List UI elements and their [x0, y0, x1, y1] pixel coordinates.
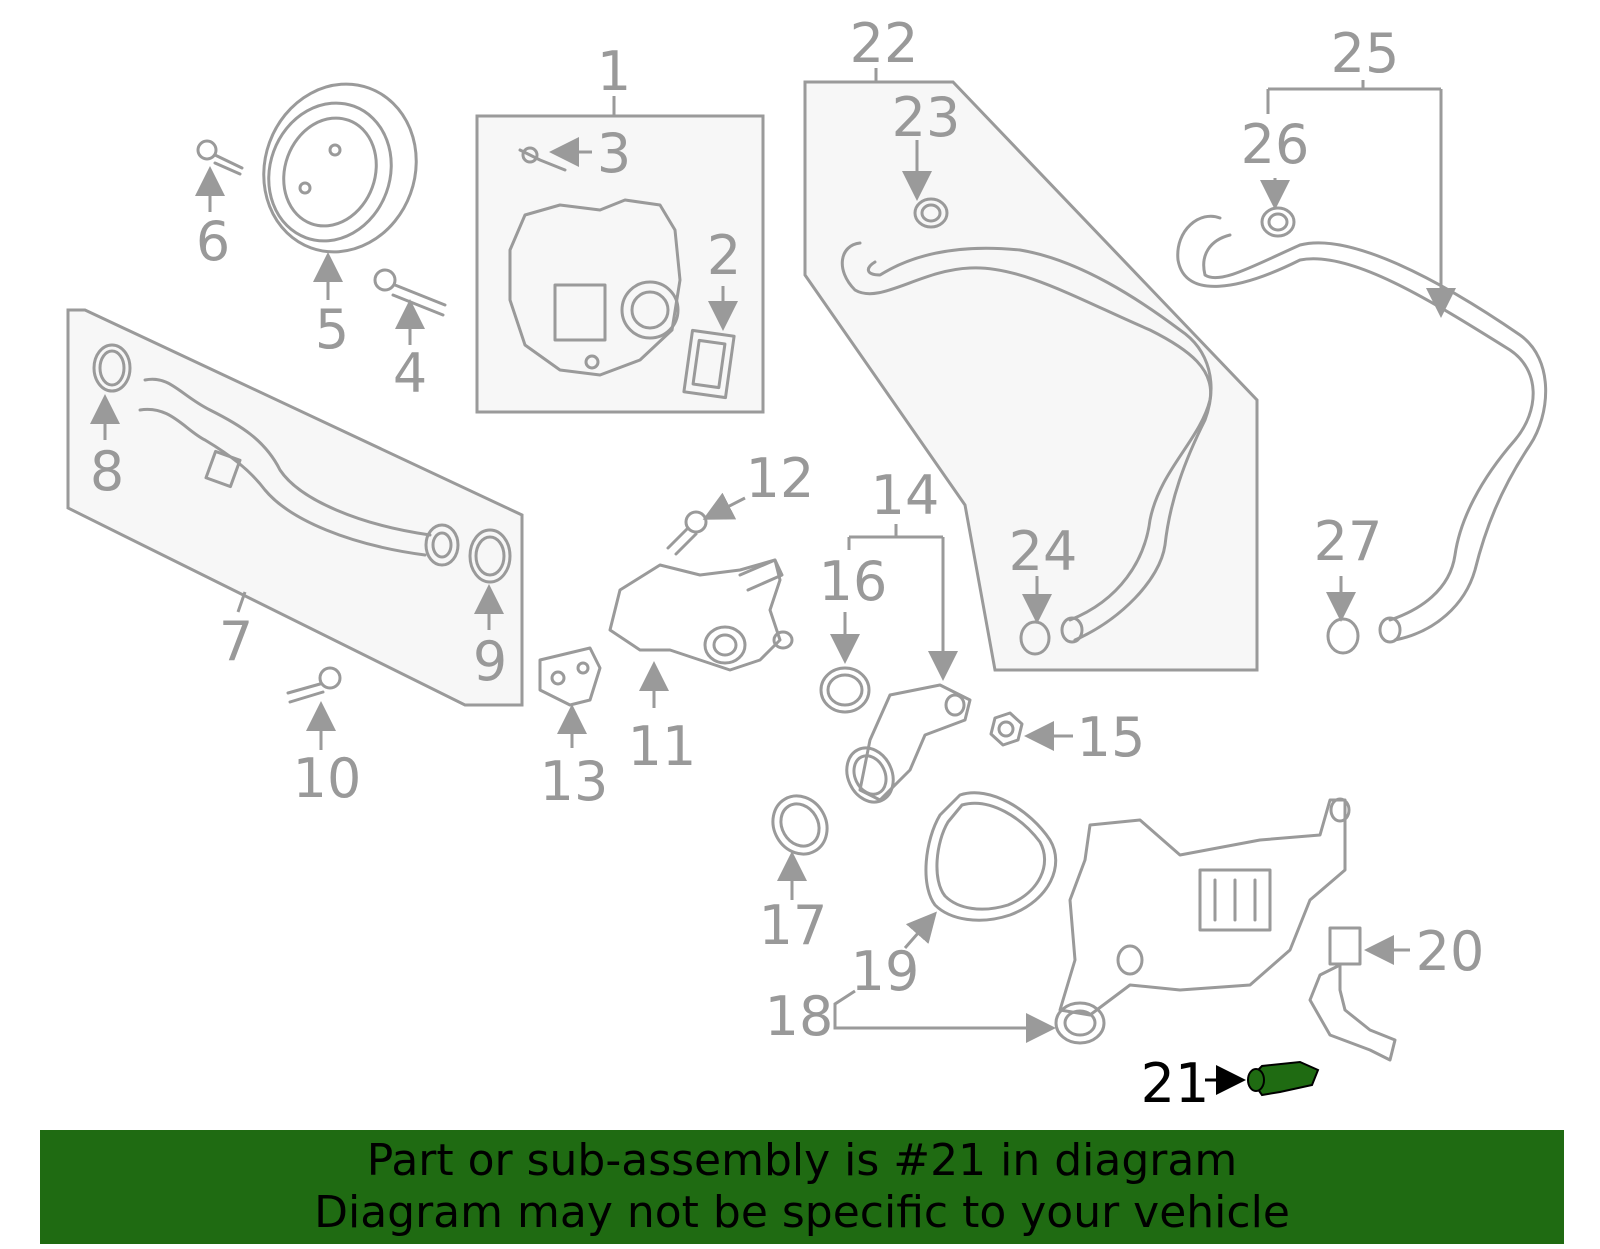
callout-24: 24	[1009, 520, 1078, 583]
callout-12: 12	[746, 447, 815, 510]
callout-15: 15	[1077, 706, 1146, 769]
nut-15	[989, 711, 1073, 751]
water-outlet-housing-18	[833, 797, 1351, 1045]
hose-group-25	[1176, 80, 1548, 655]
callout-4: 4	[393, 342, 427, 405]
gasket-13	[538, 646, 602, 748]
clamp-17	[771, 794, 829, 900]
callout-27: 27	[1314, 510, 1383, 573]
callout-21: 21	[1141, 1052, 1210, 1115]
bolt-4	[373, 268, 447, 345]
bolt-10	[286, 666, 342, 750]
bolt-12	[666, 492, 746, 556]
bracket-20	[1308, 926, 1410, 1062]
info-banner: Part or sub-assembly is #21 in diagram D…	[40, 1130, 1564, 1244]
callout-19: 19	[851, 940, 920, 1003]
water-pump-group	[475, 96, 765, 414]
thermostat-housing-11	[608, 558, 794, 708]
callout-11: 11	[628, 715, 697, 778]
callout-18: 18	[765, 985, 834, 1048]
callout-1: 1	[597, 40, 631, 103]
callout-25: 25	[1331, 22, 1400, 85]
callout-6: 6	[196, 210, 230, 273]
sensor-21-highlighted	[1205, 1060, 1320, 1097]
bolt-6	[195, 139, 244, 212]
pipe-group	[66, 308, 524, 707]
gasket-19	[903, 791, 1058, 949]
callout-labels: 1 2 3 4 5 6 7 8 9 10 11 12 13 14 15 16 1…	[90, 12, 1485, 1115]
banner-line-disclaimer: Diagram may not be specific to your vehi…	[314, 1187, 1290, 1238]
callout-14: 14	[871, 464, 940, 527]
callout-20: 20	[1416, 920, 1485, 983]
callout-7: 7	[219, 610, 253, 673]
clamp-16	[819, 612, 871, 714]
callout-5: 5	[315, 298, 349, 361]
thermostat-14	[845, 524, 972, 804]
callout-8: 8	[90, 440, 124, 503]
callout-17: 17	[759, 894, 828, 957]
callout-3: 3	[597, 122, 631, 185]
callout-9: 9	[473, 630, 507, 693]
callout-26: 26	[1241, 113, 1310, 176]
callout-22: 22	[850, 12, 919, 75]
banner-line-part: Part or sub-assembly is #21 in diagram	[366, 1135, 1238, 1186]
callout-16: 16	[819, 550, 888, 613]
callout-23: 23	[892, 86, 961, 149]
pulley-5	[262, 82, 418, 300]
callout-13: 13	[540, 750, 609, 813]
callout-2: 2	[707, 224, 741, 287]
callout-10: 10	[293, 747, 362, 810]
hose-group-22	[803, 68, 1259, 672]
